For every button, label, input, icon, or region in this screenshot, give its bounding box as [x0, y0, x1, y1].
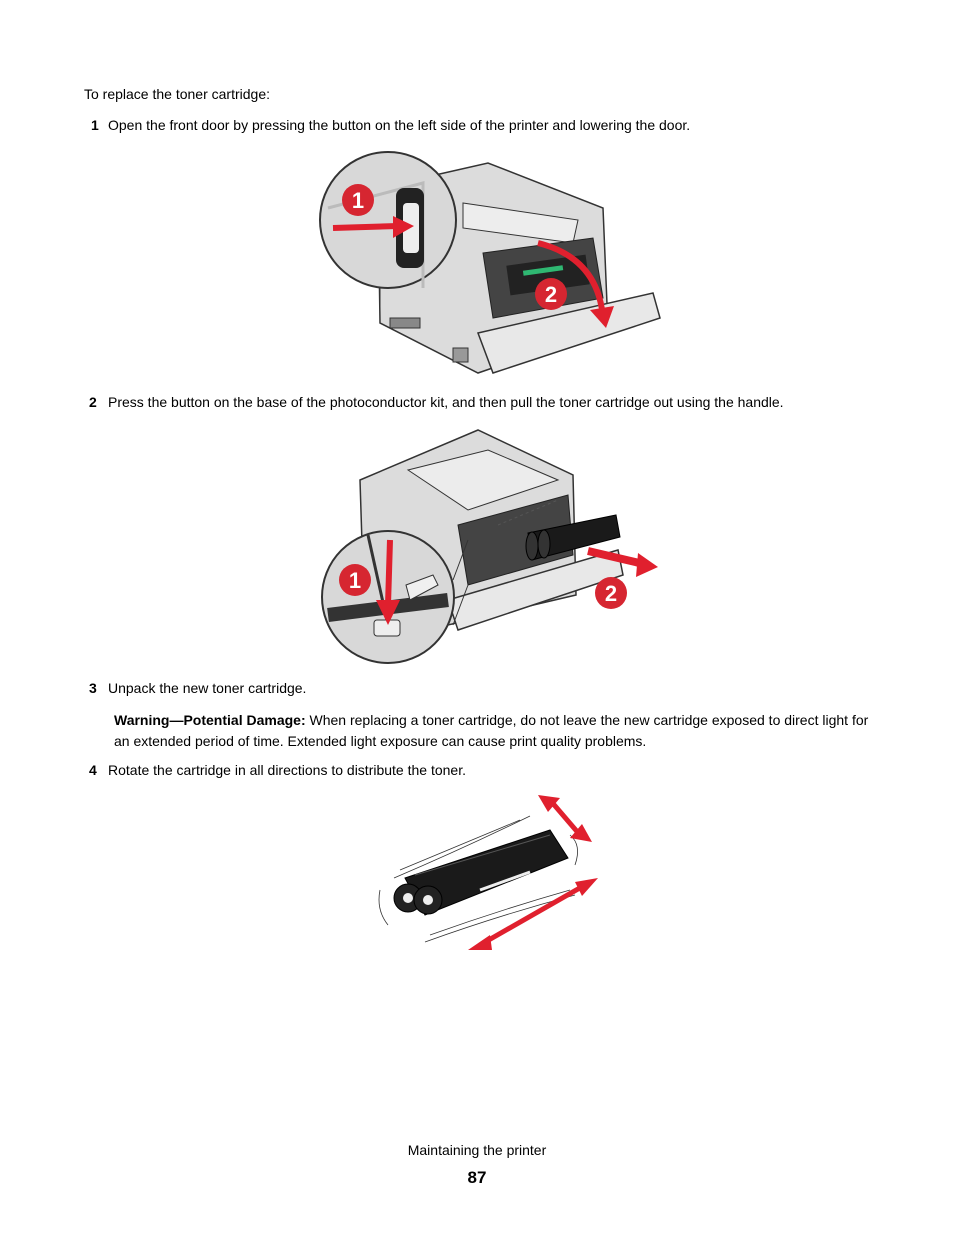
callout-1 [339, 564, 371, 596]
step-2-text: Press the button on the base of the phot… [108, 394, 784, 410]
warning-label: Warning—Potential Damage: [114, 712, 306, 728]
arrow-diagonal [478, 882, 587, 948]
callout-2-label: 2 [545, 282, 557, 307]
arrow-door-down [537, 240, 606, 319]
zoom-circle-button [319, 151, 457, 289]
intro-text: To replace the toner cartridge: [84, 86, 270, 102]
figure-shake-cartridge [378, 795, 598, 950]
step-2-number: 2 [89, 394, 97, 410]
arrow-up-left [548, 798, 582, 837]
callout-2 [535, 278, 567, 310]
footer-section-title: Maintaining the printer [407, 1142, 547, 1158]
step-1-text: Open the front door by pressing the butt… [108, 117, 691, 133]
callout-1 [342, 184, 374, 216]
arrow-press-down [385, 539, 393, 606]
callout-2 [595, 577, 627, 609]
front-door [476, 292, 661, 374]
warning-note: Warning—Potential Damage: When replacing… [114, 710, 874, 752]
step-3-number: 3 [89, 680, 97, 696]
callout-1-label: 1 [349, 568, 361, 593]
callout-2-label: 2 [605, 581, 617, 606]
figure-open-front-door: 1 2 [319, 151, 661, 374]
printer-top [406, 449, 560, 511]
figure-remove-cartridge: 1 2 [321, 429, 658, 664]
page-number: 87 [467, 1168, 487, 1187]
step-3-text: Unpack the new toner cartridge. [108, 680, 307, 696]
callout-1-label: 1 [352, 188, 364, 213]
toner-cartridge [525, 514, 621, 561]
toner-cartridge [393, 829, 569, 916]
warning-text: When replacing a toner cartridge, do not… [114, 712, 869, 749]
printer-interior [457, 494, 574, 586]
step-4-text: Rotate the cartridge in all directions t… [108, 762, 466, 778]
step-1-number: 1 [91, 117, 99, 133]
step-4-number: 4 [89, 762, 97, 778]
arrow-press-button [332, 223, 399, 231]
